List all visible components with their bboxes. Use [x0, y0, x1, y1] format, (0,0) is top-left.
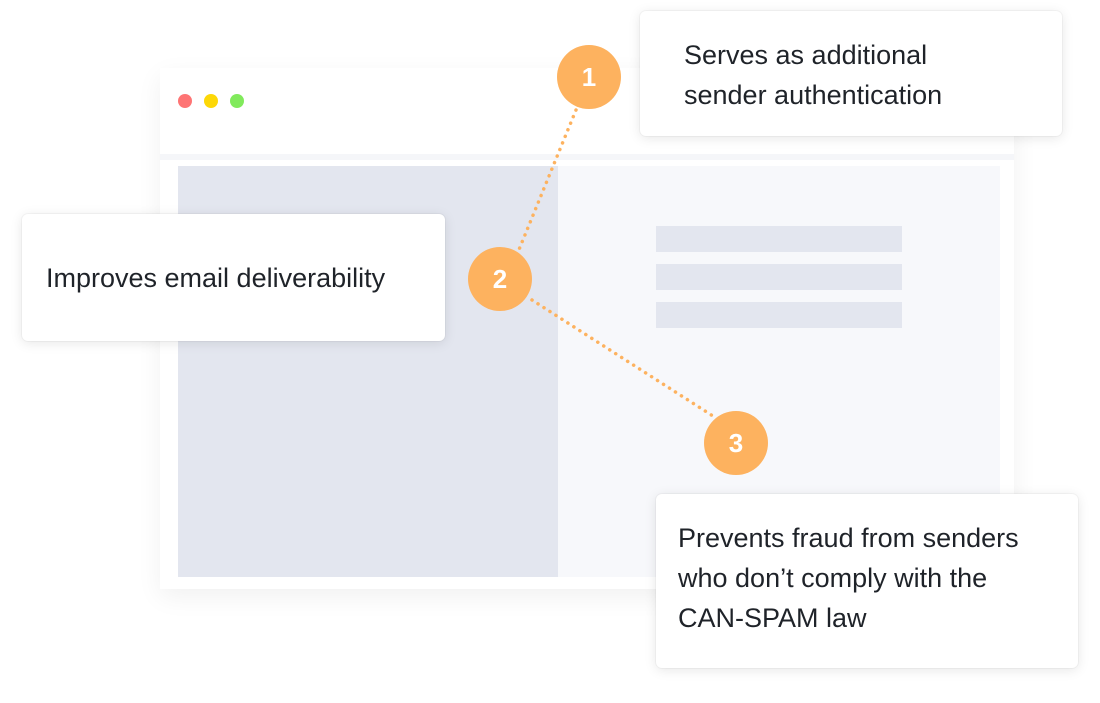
- content-line-placeholder: [656, 302, 902, 328]
- callout-1-line-1: Serves as additional: [684, 40, 928, 70]
- callout-1-line-2: sender authentication: [684, 80, 943, 110]
- callout-3-line-2: who don’t comply with the: [678, 563, 988, 593]
- callout-3-line-1: Prevents fraud from senders: [678, 523, 1019, 553]
- step-1-number: 1: [581, 61, 597, 92]
- callout-card-1: Serves as additional sender authenticati…: [640, 11, 1062, 136]
- step-2-badge: 2: [468, 247, 532, 311]
- content-line-placeholder: [656, 226, 902, 252]
- step-3-badge: 3: [704, 411, 768, 475]
- step-2-number: 2: [492, 263, 508, 294]
- step-3-number: 3: [728, 427, 744, 458]
- step-1-badge: 1: [557, 45, 621, 109]
- callout-card-2: Improves email deliverability: [22, 214, 445, 341]
- close-dot-icon: [178, 94, 192, 108]
- callout-3-line-3: CAN-SPAM law: [678, 603, 867, 633]
- callout-card-3: Prevents fraud from senders who don’t co…: [656, 494, 1078, 668]
- minimize-dot-icon: [204, 94, 218, 108]
- maximize-dot-icon: [230, 94, 244, 108]
- callout-2-line-1: Improves email deliverability: [46, 263, 386, 293]
- content-line-placeholder: [656, 264, 902, 290]
